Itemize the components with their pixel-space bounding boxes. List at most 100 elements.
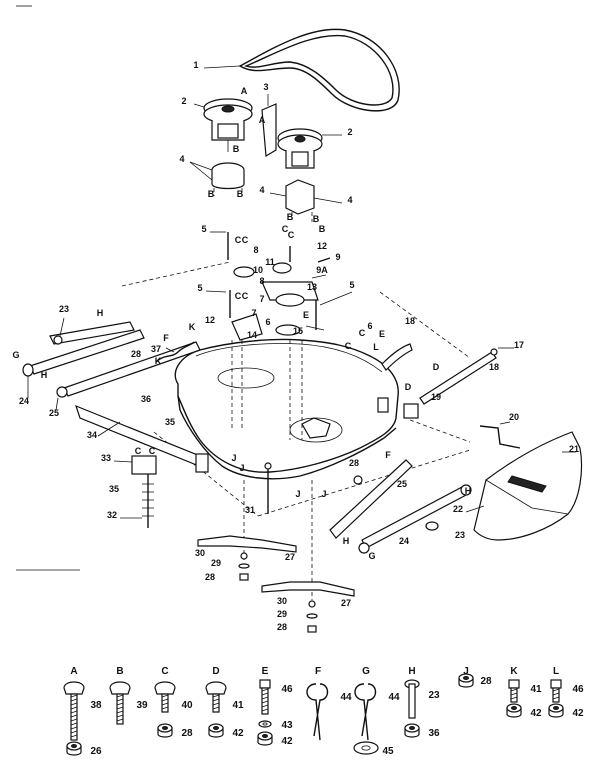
hardware-part-number: 42 xyxy=(281,736,293,747)
mower-deck-housing xyxy=(174,338,419,480)
callout-label: 34 xyxy=(87,430,97,440)
callout-label: E xyxy=(379,329,385,339)
hardware-part-number: 44 xyxy=(388,692,400,703)
hardware-letter: C xyxy=(161,666,168,677)
callout-label: J xyxy=(295,489,300,499)
hardware-part-number: 42 xyxy=(530,708,542,719)
callout-label: C xyxy=(135,446,142,456)
callout-label: G xyxy=(368,551,375,561)
callout-label: 7 xyxy=(259,294,264,304)
hardware-letter: L xyxy=(553,666,559,677)
hardware-item-k: K 41 42 xyxy=(506,666,542,719)
spindle-housing-right xyxy=(269,179,343,222)
callout-label: 12 xyxy=(317,241,327,251)
callout-label: C xyxy=(282,224,289,234)
callout-label: 32 xyxy=(107,510,117,520)
hardware-part-number: 46 xyxy=(572,684,584,695)
callout-label: L xyxy=(373,342,379,352)
callout-label: 8 xyxy=(253,245,258,255)
spindle-housing-left xyxy=(189,161,245,196)
discharge-chute xyxy=(465,431,583,541)
side-bracket xyxy=(113,455,157,528)
callout-label: 2 xyxy=(181,96,186,106)
callout-label: C xyxy=(235,235,242,245)
callout-label: C xyxy=(345,341,352,351)
callout-label: 25 xyxy=(49,408,59,418)
callout-label: 4 xyxy=(259,185,264,195)
callout-label: 9A xyxy=(316,265,328,275)
callout-label: 13 xyxy=(307,282,317,292)
hardware-item-f: F 44 xyxy=(306,666,352,741)
callout-label: B xyxy=(233,144,240,154)
callout-label: 5 xyxy=(197,283,202,293)
hardware-letter: K xyxy=(510,666,518,677)
hardware-letter: E xyxy=(262,666,269,677)
hardware-part-number: 41 xyxy=(530,684,542,695)
deflector-rod xyxy=(479,421,521,449)
callout-label: A xyxy=(241,86,248,96)
callout-label: B xyxy=(208,189,215,199)
callout-label: 21 xyxy=(569,444,579,454)
callout-label: H xyxy=(465,486,472,496)
hardware-part-number: 44 xyxy=(340,692,352,703)
callout-label: 2 xyxy=(347,127,352,137)
hardware-part-number: 23 xyxy=(428,690,440,701)
callout-label: 30 xyxy=(195,548,205,558)
callout-label: 23 xyxy=(455,530,465,540)
hardware-part-number: 28 xyxy=(480,676,492,687)
callout-label: H xyxy=(343,536,350,546)
front-lift-link xyxy=(55,341,201,411)
hardware-letter: F xyxy=(315,666,321,677)
adjustment-link-right xyxy=(381,343,514,405)
callout-label: 20 xyxy=(509,412,519,422)
callout-label: B xyxy=(237,189,244,199)
hardware-item-j: J28 xyxy=(458,666,492,688)
callout-label: 25 xyxy=(397,479,407,489)
callout-label: 36 xyxy=(141,394,151,404)
hardware-legend: A3826B39C4028D4142E464342F44G4445H2336J2… xyxy=(63,666,584,757)
callout-label: 29 xyxy=(211,558,221,568)
callout-label: F xyxy=(163,333,169,343)
callout-label: 11 xyxy=(265,257,275,267)
callout-label: A xyxy=(259,115,266,125)
callout-label: 18 xyxy=(405,316,415,326)
callout-label: B xyxy=(319,224,326,234)
callout-label: B xyxy=(287,212,294,222)
callout-label: G xyxy=(12,350,19,360)
callout-label: D xyxy=(405,382,412,392)
center-bolt xyxy=(264,462,272,514)
callout-label: E xyxy=(303,310,309,320)
callout-label: J xyxy=(321,489,326,499)
callout-label: 6 xyxy=(265,317,270,327)
hardware-letter: G xyxy=(362,666,370,677)
callout-label: H xyxy=(97,308,104,318)
callout-label: 5 xyxy=(201,224,206,234)
callout-label: 27 xyxy=(285,552,295,562)
callout-label: C xyxy=(288,230,295,240)
callout-label: C xyxy=(242,235,249,245)
callout-label: 3 xyxy=(263,82,268,92)
rear-lift-links xyxy=(329,459,472,554)
callout-label: 18 xyxy=(489,362,499,372)
callout-label: C xyxy=(242,291,249,301)
callout-label: B xyxy=(313,214,320,224)
callout-label: 28 xyxy=(349,458,359,468)
idler-arm-assembly xyxy=(205,231,353,341)
hardware-part-number: 42 xyxy=(232,728,244,739)
hardware-letter: D xyxy=(212,666,219,677)
callout-label: 10 xyxy=(253,265,263,275)
callout-label: 31 xyxy=(245,505,255,515)
callout-label: 4 xyxy=(179,154,184,164)
hardware-part-number: 40 xyxy=(181,700,193,711)
hardware-part-number: 36 xyxy=(428,728,440,739)
callout-label: 35 xyxy=(109,484,119,494)
callout-label: 24 xyxy=(399,536,409,546)
callout-label: C xyxy=(359,328,366,338)
callout-label: 17 xyxy=(514,340,524,350)
